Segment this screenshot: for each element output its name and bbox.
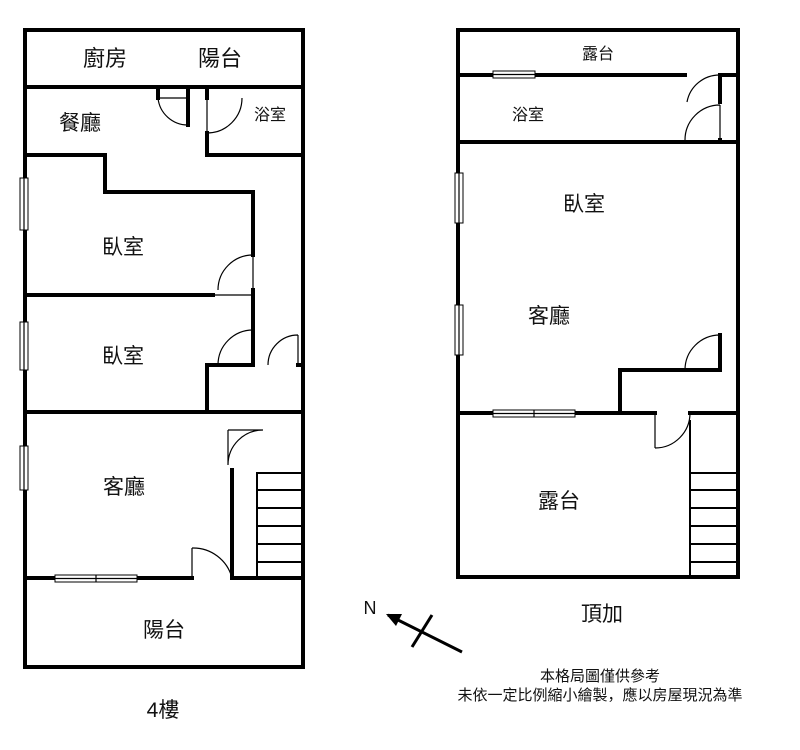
- room-label-living: 客廳: [103, 476, 145, 499]
- room-label-terrace-top: 露台: [582, 45, 614, 63]
- stairs: [689, 420, 739, 578]
- door-swing: [654, 412, 691, 449]
- door-swing: [227, 429, 264, 466]
- room-label-rooftop-bath: 浴室: [512, 106, 544, 124]
- door-swing: [206, 97, 243, 134]
- room-label-rooftop-bedroom: 臥室: [563, 193, 605, 216]
- compass-arrow-head: [386, 614, 402, 626]
- room-label-dining: 餐廳: [59, 112, 101, 135]
- room-label-balcony-top: 陽台: [198, 46, 242, 71]
- door-swing: [213, 294, 254, 366]
- floor4-plan: 廚房 陽台 餐廳 浴室 臥室 臥室 客廳 陽台 4樓: [19, 28, 305, 722]
- disclaimer-line-2: 未依一定比例縮小繪製，應以房屋現況為準: [457, 686, 742, 704]
- compass-cross-bar: [410, 614, 434, 648]
- door-swing: [267, 334, 299, 366]
- room-label-bedroom-1: 臥室: [102, 236, 144, 259]
- door-swing: [157, 97, 189, 126]
- door-swing: [686, 74, 721, 103]
- room-label-bath: 浴室: [254, 106, 286, 124]
- wall: [618, 368, 722, 415]
- door-swing: [191, 547, 233, 579]
- rooftop-caption: 頂加: [581, 603, 623, 626]
- room-label-terrace-bottom: 露台: [538, 490, 580, 513]
- compass-n-label: N: [364, 598, 377, 618]
- rooftop-outer-wall: [456, 28, 740, 579]
- room-label-kitchen: 廚房: [83, 46, 127, 71]
- room-label-bedroom-2: 臥室: [102, 345, 144, 368]
- wall: [103, 153, 255, 257]
- wall: [23, 363, 255, 414]
- door-swing: [684, 334, 721, 371]
- floor4-caption: 4樓: [147, 699, 180, 722]
- room-label-rooftop-living: 客廳: [528, 305, 570, 328]
- north-arrow: N: [364, 598, 463, 654]
- door-swing: [217, 254, 254, 291]
- compass-arrow-shaft: [387, 613, 463, 654]
- rooftop-plan: 露台 浴室 臥室 客廳 露台 頂加: [454, 28, 740, 626]
- room-label-balcony-bottom: 陽台: [143, 619, 185, 642]
- door-swing: [684, 104, 721, 141]
- disclaimer-line-1: 本格局圖僅供參考: [540, 668, 660, 685]
- stairs: [256, 472, 304, 579]
